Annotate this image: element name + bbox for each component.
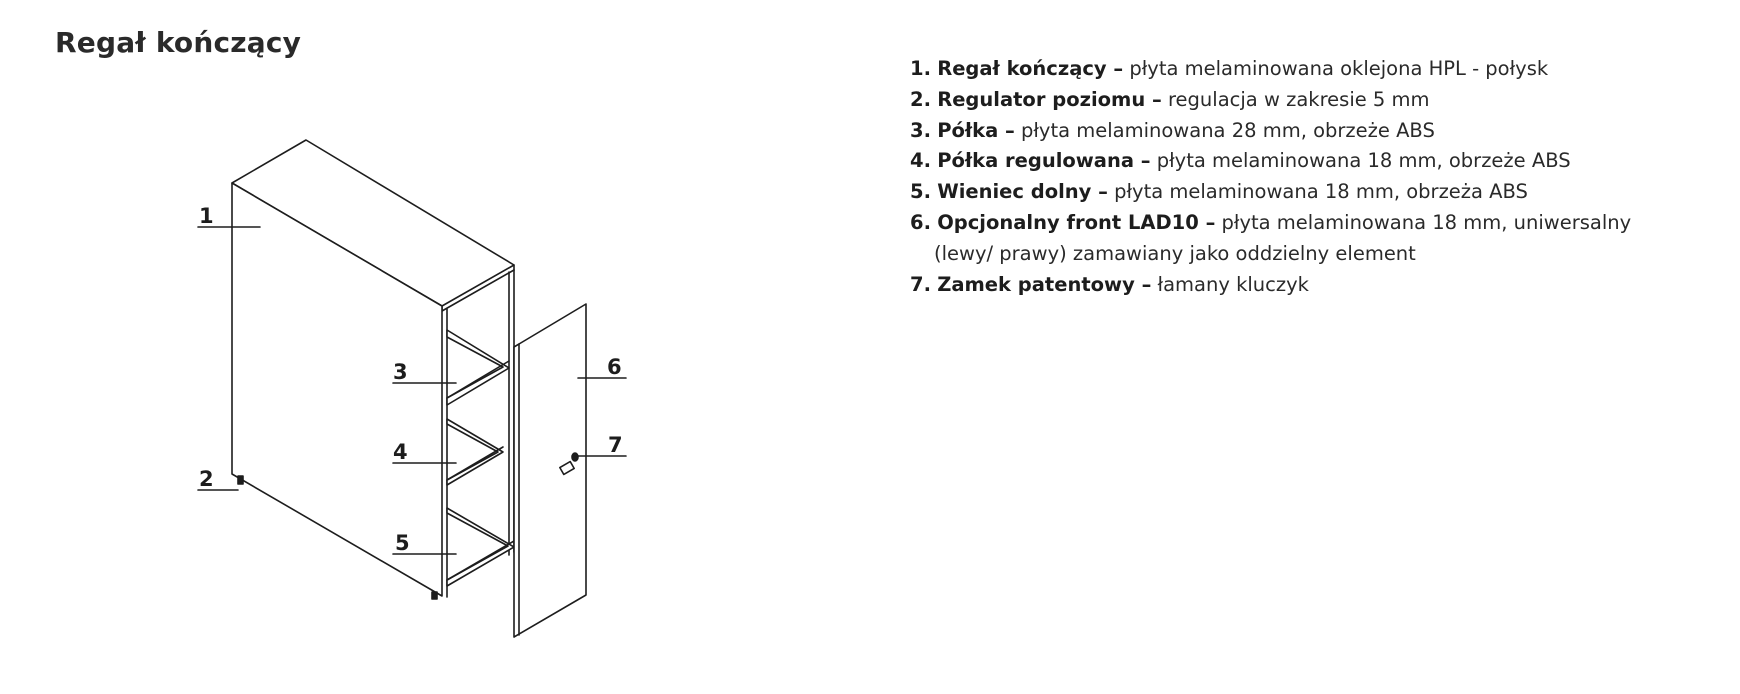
front-door-top: [513, 343, 520, 348]
part-number: 7.: [910, 272, 931, 296]
part-number: 3.: [910, 118, 931, 142]
parts-list-item: 7. Zamek patentowy – łamany kluczyk: [910, 270, 1710, 301]
cabinet-side-panel: [231, 182, 443, 597]
front-door: [513, 303, 587, 638]
part-description: płyta melaminowana 18 mm, uniwersalny: [1221, 210, 1632, 234]
cabinet-top-front-edge: [441, 269, 515, 312]
shelf-fixed-front: [446, 360, 510, 399]
page-title: Regał kończący: [55, 26, 302, 59]
part-name: Półka –: [937, 118, 1015, 142]
cabinet-drawing: 1 2 3 4 5 6 7: [197, 139, 627, 638]
callout-number-7: 7: [608, 433, 623, 457]
parts-list-item: 5. Wieniec dolny – płyta melaminowana 18…: [910, 177, 1710, 208]
bottom-rail-front: [446, 540, 515, 581]
part-description: płyta melaminowana 18 mm, obrzeże ABS: [1156, 149, 1571, 173]
part-description-continuation: (lewy/ prawy) zamawiany jako oddzielny e…: [934, 241, 1416, 265]
part-name: Wieniec dolny –: [937, 180, 1108, 204]
callout-number-4: 4: [393, 440, 408, 464]
part-number: 2.: [910, 87, 931, 111]
part-description: płyta melaminowana oklejona HPL - połysk: [1129, 57, 1549, 80]
parts-list-item: 6. Opcjonalny front LAD10 – płyta melami…: [910, 208, 1710, 270]
part-name: Zamek patentowy –: [937, 272, 1152, 296]
shelf-fixed: [446, 329, 510, 406]
part-name: Regał kończący –: [937, 57, 1124, 80]
parts-list-item: 4. Półka regulowana – płyta melaminowana…: [910, 146, 1710, 177]
parts-list-item: 1. Regał kończący – płyta melaminowana o…: [910, 54, 1710, 85]
part-number: 6.: [910, 210, 931, 234]
shelf-adjustable-front: [446, 446, 504, 481]
parts-list: 1. Regał kończący – płyta melaminowana o…: [910, 54, 1710, 300]
parts-list-item: 2. Regulator poziomu – regulacja w zakre…: [910, 85, 1710, 116]
part-name: Regulator poziomu –: [937, 87, 1162, 111]
callout-number-2: 2: [199, 467, 214, 491]
part-name: Półka regulowana –: [937, 149, 1151, 173]
part-name: Opcjonalny front LAD10 –: [937, 210, 1216, 234]
leveling-foot-right: [431, 591, 438, 600]
part-description: regulacja w zakresie 5 mm: [1167, 87, 1430, 111]
part-description: łamany kluczyk: [1157, 272, 1309, 296]
part-number: 4.: [910, 149, 931, 173]
part-description: płyta melaminowana 28 mm, obrzeże ABS: [1020, 118, 1435, 142]
part-number: 5.: [910, 180, 931, 204]
leveling-foot-left: [237, 475, 244, 485]
callout-number-6: 6: [607, 355, 622, 379]
callout-number-1: 1: [199, 204, 214, 228]
part-description: płyta melaminowana 18 mm, obrzeża ABS: [1114, 180, 1528, 204]
lock-icon: [559, 452, 579, 476]
parts-list-item: 3. Półka – płyta melaminowana 28 mm, obr…: [910, 116, 1710, 147]
callout-number-3: 3: [393, 360, 408, 384]
part-number: 1.: [910, 57, 931, 80]
callout-number-5: 5: [395, 531, 410, 555]
